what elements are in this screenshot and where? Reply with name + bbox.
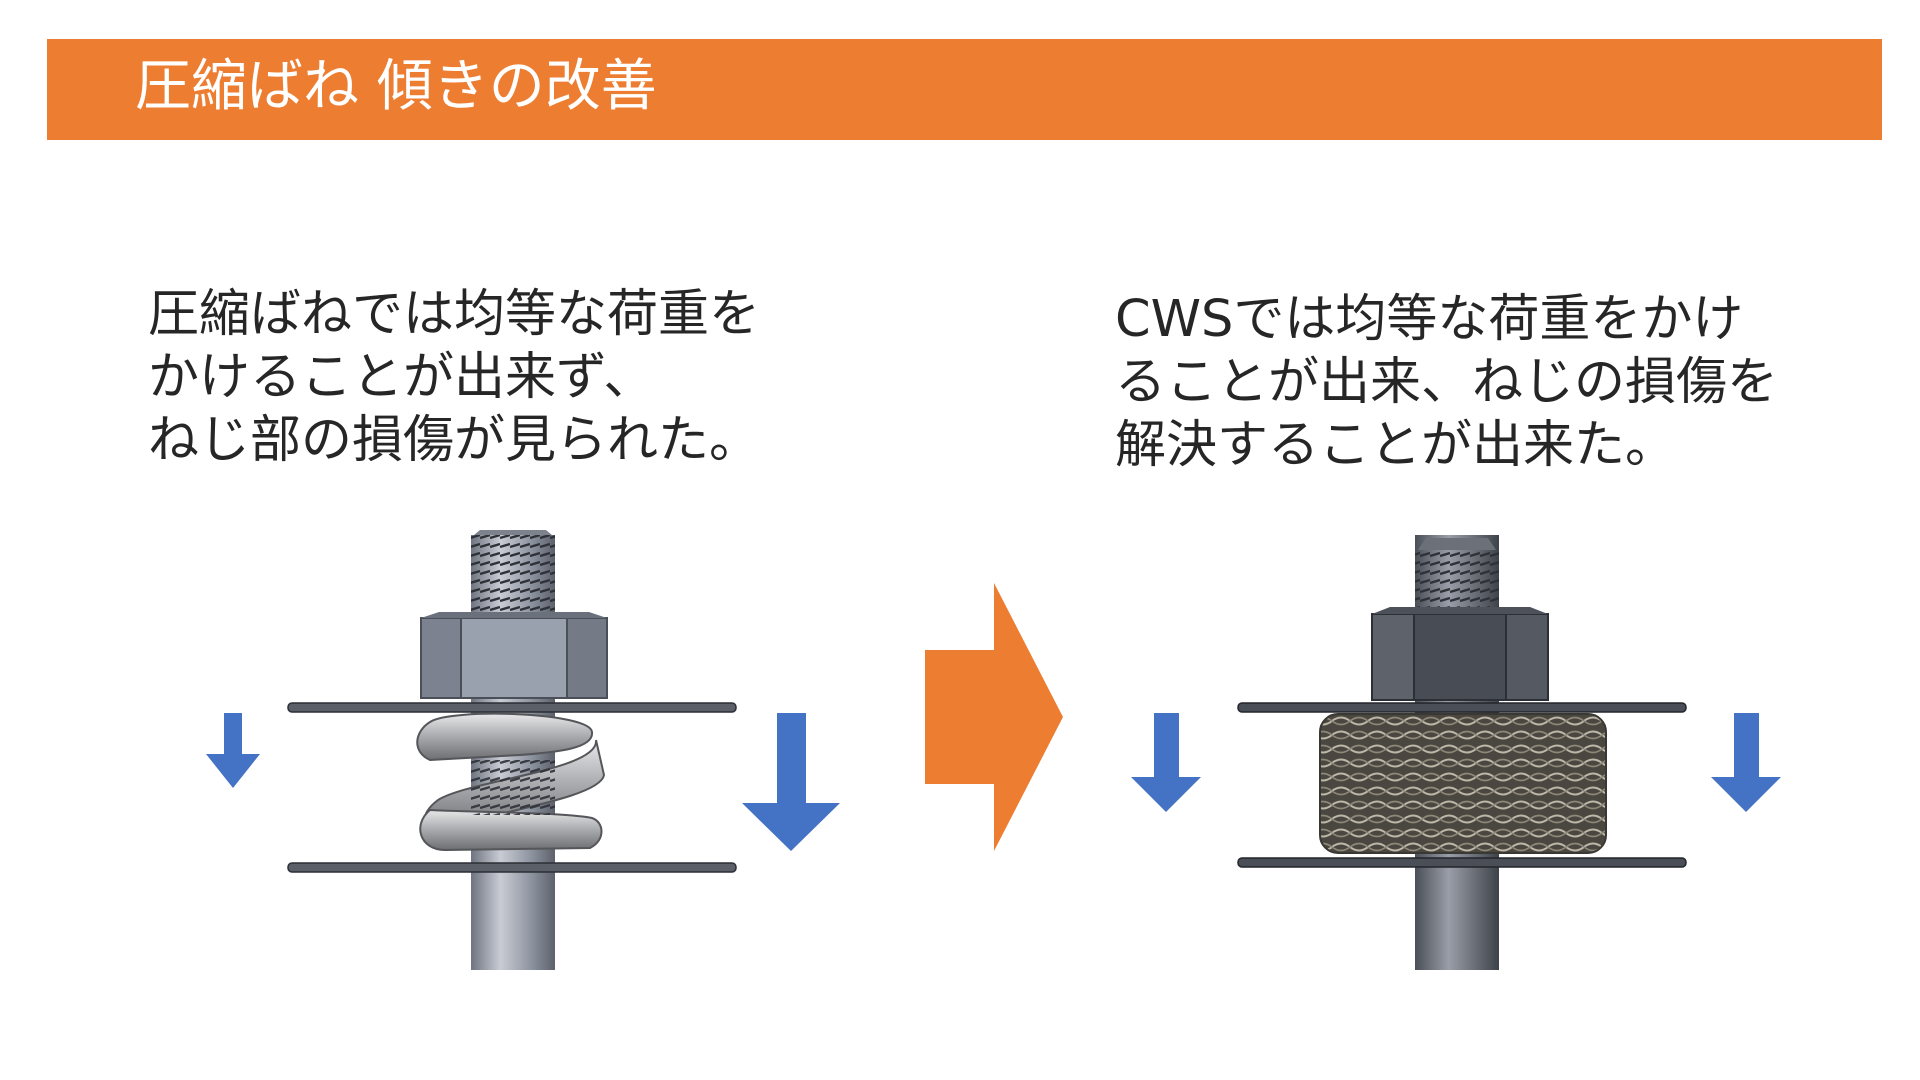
hex-nut	[420, 612, 608, 699]
right-arrow-icon	[925, 583, 1063, 851]
bolt-thread	[1415, 550, 1499, 615]
cws-mesh-spring	[1319, 713, 1607, 854]
down-arrow-icon	[1131, 713, 1201, 812]
down-arrow-icon	[1711, 713, 1781, 812]
left-description: 圧縮ばねでは均等な荷重を かけることが出来ず、 ねじ部の損傷が見られた。	[148, 283, 760, 472]
down-arrow-icon	[742, 713, 840, 851]
right-description-line: 解決することが出来た。	[1115, 416, 1677, 475]
upper-plate	[1237, 702, 1687, 713]
left-description-line: ねじ部の損傷が見られた。	[148, 411, 761, 470]
right-description-line: ることが出来、ねじの損傷を	[1115, 353, 1779, 412]
right-description-line: CWSでは均等な荷重をかけ	[1115, 290, 1744, 349]
cws-assembly	[1237, 535, 1687, 970]
down-arrow-icon	[206, 713, 260, 788]
title-bar	[47, 39, 1882, 140]
hex-nut	[1371, 607, 1549, 701]
page-title: 圧縮ばね 傾きの改善	[135, 54, 657, 119]
left-description-line: 圧縮ばねでは均等な荷重を	[148, 285, 761, 344]
upper-plate	[287, 702, 737, 713]
left-description-line: かけることが出来ず、	[148, 348, 655, 407]
lower-plate	[287, 862, 737, 873]
coil-spring-assembly	[287, 530, 737, 970]
right-description: CWSでは均等な荷重をかけ ることが出来、ねじの損傷を 解決することが出来た。	[1115, 288, 1778, 477]
lower-plate	[1237, 857, 1687, 868]
